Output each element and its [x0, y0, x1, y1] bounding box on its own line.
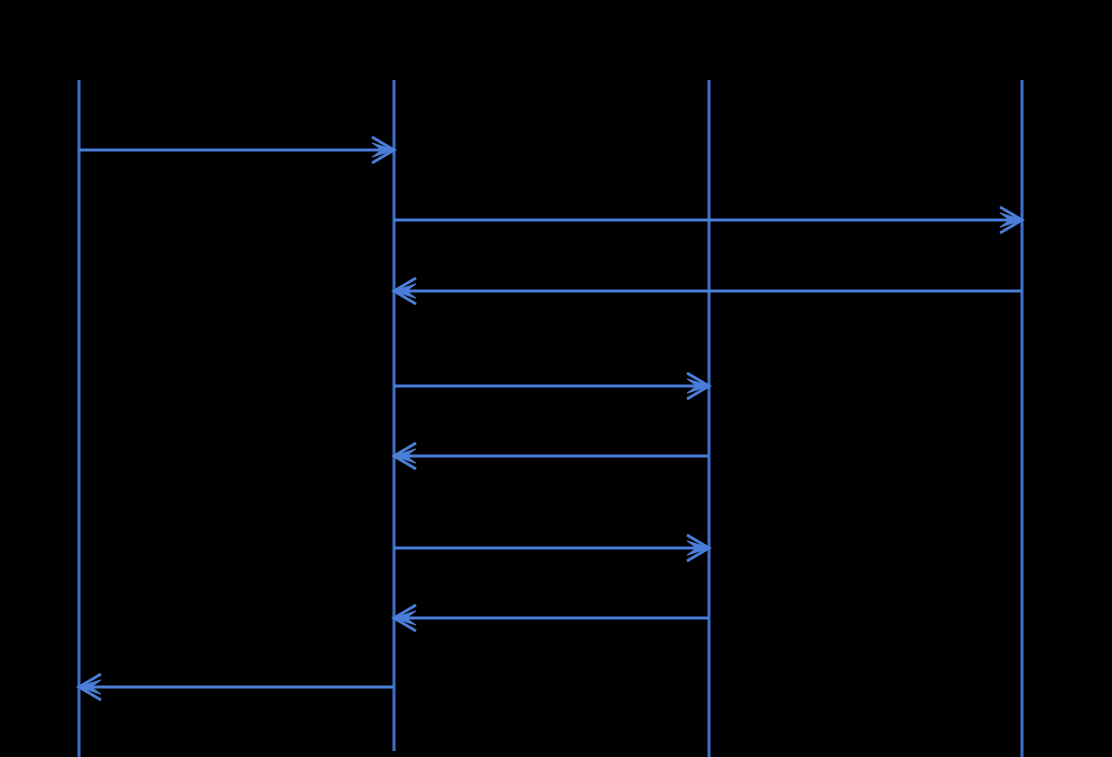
message-arrow-5	[391, 441, 709, 471]
message-arrow-1	[79, 135, 397, 165]
arrowbarb-3	[392, 283, 417, 299]
message-group	[76, 135, 1025, 702]
arrowbarb-5	[392, 448, 417, 464]
arrowbarb-1	[371, 142, 396, 158]
arrowbarb-4	[686, 378, 711, 394]
arrowbarb-8	[77, 679, 102, 695]
message-arrow-6	[394, 533, 712, 563]
message-arrow-4	[394, 371, 712, 401]
arrowbarb-6	[686, 540, 711, 556]
lifeline-group	[77, 80, 1024, 757]
message-arrow-8	[76, 672, 394, 702]
message-arrow-7	[391, 603, 709, 633]
message-arrow-2	[394, 205, 1025, 235]
arrowbarb-2	[999, 212, 1024, 228]
message-arrow-3	[391, 276, 1022, 306]
arrowbarb-7	[392, 610, 417, 626]
